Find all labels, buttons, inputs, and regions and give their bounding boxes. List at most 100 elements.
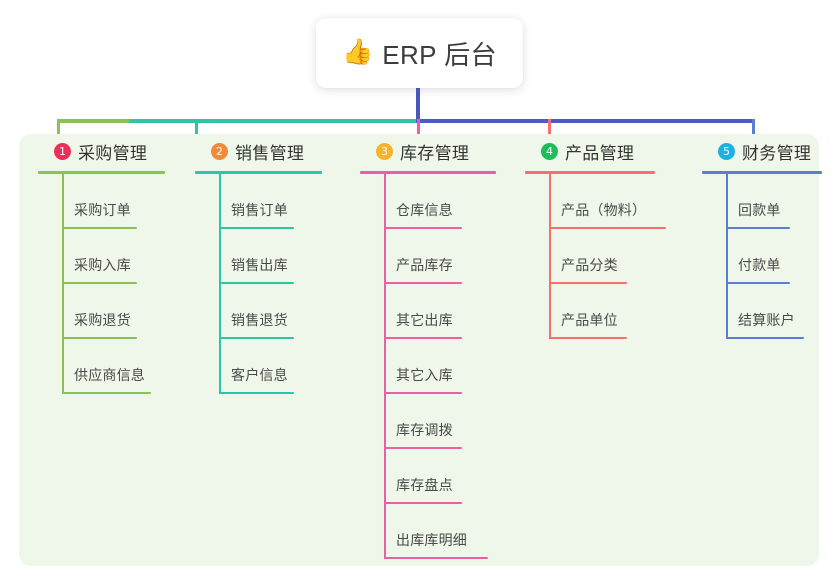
leaf-label: 采购订单 — [74, 202, 131, 218]
branch-column-3: 3 库存管理 仓库信息 产品库存 其它出库 其它入库 — [360, 134, 520, 559]
branch-title-4: 产品管理 — [565, 143, 635, 163]
branch-trunk-1 — [62, 174, 64, 394]
leaf-rule — [384, 392, 462, 394]
leaf-item[interactable]: 采购订单 — [38, 174, 188, 229]
leaf-item[interactable]: 其它出库 — [360, 284, 520, 339]
branch-column-4: 4 产品管理 产品（物料） 产品分类 产品单位 — [525, 134, 695, 339]
branch-badge-4: 4 — [541, 142, 558, 160]
leaf-item[interactable]: 销售出库 — [195, 229, 345, 284]
leaf-label: 库存调拨 — [396, 422, 453, 438]
leaf-rule — [726, 227, 790, 229]
leaf-label: 销售退货 — [231, 312, 288, 328]
leaf-rule — [62, 337, 137, 339]
leaf-label: 产品分类 — [561, 257, 618, 273]
branch-column-2: 2 销售管理 销售订单 销售出库 销售退货 客户信息 — [195, 134, 345, 394]
root-node[interactable]: 👍 ERP 后台 — [316, 18, 523, 88]
branch-header-5[interactable]: 5 财务管理 — [702, 134, 839, 168]
leaf-item[interactable]: 付款单 — [702, 229, 839, 284]
branch-badge-5: 5 — [718, 142, 735, 160]
connector-drop-2 — [195, 119, 198, 145]
leaf-item[interactable]: 库存盘点 — [360, 449, 520, 504]
leaf-rule — [219, 227, 294, 229]
connector-bus-segment-2 — [129, 119, 197, 123]
leaf-rule — [219, 282, 294, 284]
leaf-label: 付款单 — [738, 257, 781, 273]
connector-drop-4 — [548, 119, 551, 145]
leaf-label: 其它出库 — [396, 312, 453, 328]
leaf-label: 销售订单 — [231, 202, 288, 218]
branch-badge-3: 3 — [376, 142, 393, 160]
leaf-item[interactable]: 销售订单 — [195, 174, 345, 229]
leaf-item[interactable]: 采购入库 — [38, 229, 188, 284]
leaf-item[interactable]: 出库库明细 — [360, 504, 520, 559]
leaf-label: 客户信息 — [231, 367, 288, 383]
branch-header-1[interactable]: 1 采购管理 — [38, 134, 188, 168]
branch-rule-2 — [195, 171, 322, 174]
leaf-rule — [384, 557, 488, 559]
branch-header-3[interactable]: 3 库存管理 — [360, 134, 520, 168]
branch-items-1: 采购订单 采购入库 采购退货 供应商信息 — [38, 174, 188, 394]
branch-trunk-5 — [726, 174, 728, 339]
leaf-item[interactable]: 仓库信息 — [360, 174, 520, 229]
branch-items-4: 产品（物料） 产品分类 产品单位 — [525, 174, 695, 339]
connector-drop-3 — [417, 119, 420, 145]
leaf-rule — [219, 392, 294, 394]
connector-drop-5 — [752, 119, 755, 145]
branch-items-5: 回款单 付款单 结算账户 — [702, 174, 839, 339]
branch-title-3: 库存管理 — [400, 143, 470, 163]
leaf-rule — [726, 282, 790, 284]
leaf-label: 产品库存 — [396, 257, 453, 273]
leaf-rule — [62, 392, 151, 394]
leaf-label: 采购入库 — [74, 257, 131, 273]
thumbs-up-icon: 👍 — [342, 37, 374, 66]
connector-root-stem — [416, 88, 420, 123]
branch-items-3: 仓库信息 产品库存 其它出库 其它入库 库存调拨 — [360, 174, 520, 559]
leaf-rule — [549, 227, 666, 229]
leaf-rule — [726, 337, 804, 339]
branch-trunk-4 — [549, 174, 551, 339]
leaf-item[interactable]: 产品单位 — [525, 284, 695, 339]
leaf-rule — [549, 282, 627, 284]
leaf-item[interactable]: 采购退货 — [38, 284, 188, 339]
branch-rule-5 — [702, 171, 822, 174]
leaf-item[interactable]: 产品（物料） — [525, 174, 695, 229]
leaf-item[interactable]: 供应商信息 — [38, 339, 188, 394]
branch-badge-1: 1 — [54, 142, 71, 160]
branch-header-2[interactable]: 2 销售管理 — [195, 134, 345, 168]
leaf-label: 库存盘点 — [396, 477, 453, 493]
leaf-item[interactable]: 产品分类 — [525, 229, 695, 284]
leaf-label: 供应商信息 — [74, 367, 145, 383]
leaf-rule — [384, 337, 462, 339]
leaf-item[interactable]: 销售退货 — [195, 284, 345, 339]
branch-title-1: 采购管理 — [78, 143, 148, 163]
leaf-rule — [384, 502, 462, 504]
leaf-item[interactable]: 结算账户 — [702, 284, 839, 339]
leaf-label: 回款单 — [738, 202, 781, 218]
leaf-label: 产品单位 — [561, 312, 618, 328]
root-title: ERP 后台 — [382, 39, 497, 70]
leaf-label: 出库库明细 — [396, 532, 467, 548]
branch-column-5: 5 财务管理 回款单 付款单 结算账户 — [702, 134, 839, 339]
leaf-rule — [384, 282, 462, 284]
branch-rule-3 — [360, 171, 496, 174]
leaf-item[interactable]: 客户信息 — [195, 339, 345, 394]
branch-rule-1 — [38, 171, 165, 174]
leaf-label: 结算账户 — [738, 312, 795, 328]
branch-badge-2: 2 — [211, 142, 228, 160]
branch-header-4[interactable]: 4 产品管理 — [525, 134, 695, 168]
connector-bus-segment-1 — [57, 119, 129, 123]
leaf-rule — [219, 337, 294, 339]
branch-column-1: 1 采购管理 采购订单 采购入库 采购退货 供应商信 — [38, 134, 188, 394]
leaf-item[interactable]: 库存调拨 — [360, 394, 520, 449]
leaf-item[interactable]: 回款单 — [702, 174, 839, 229]
leaf-rule — [62, 282, 137, 284]
leaf-label: 产品（物料） — [561, 202, 647, 218]
leaf-item[interactable]: 产品库存 — [360, 229, 520, 284]
leaf-item[interactable]: 其它入库 — [360, 339, 520, 394]
branch-rule-4 — [525, 171, 655, 174]
branch-title-5: 财务管理 — [742, 143, 812, 163]
branches-panel: 1 采购管理 采购订单 采购入库 采购退货 供应商信 — [19, 134, 822, 566]
leaf-rule — [62, 227, 137, 229]
branch-title-2: 销售管理 — [235, 143, 305, 163]
